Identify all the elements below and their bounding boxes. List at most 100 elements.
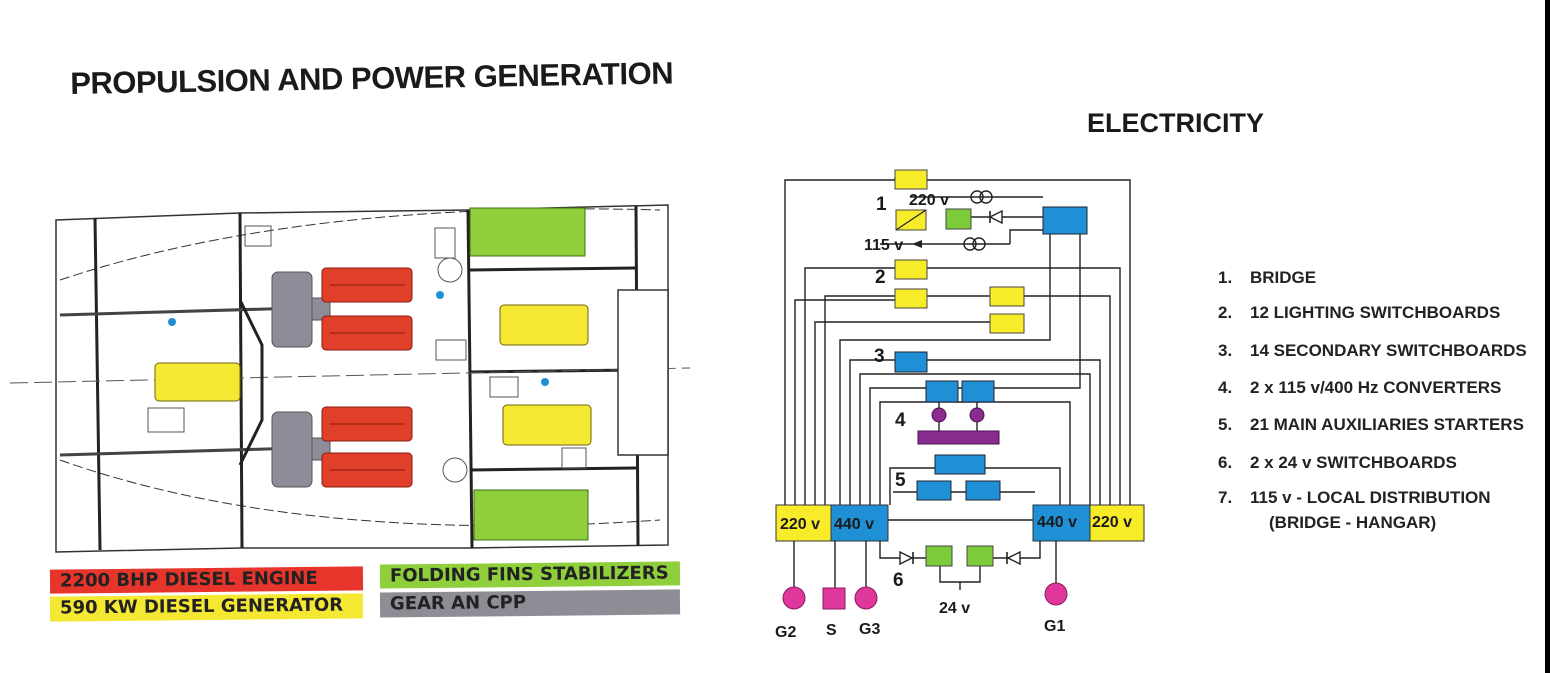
- label-sw-220-right: 220 v: [1092, 514, 1132, 531]
- list-item-text: (BRIDGE - HANGAR): [1269, 513, 1437, 532]
- propulsion-panel: PROPULSION AND POWER GENERATION: [0, 0, 720, 673]
- list-item-number: 6.: [1218, 453, 1233, 472]
- label-num-4: 4: [895, 410, 906, 431]
- list-item: 7. 115 v - LOCAL DISTRIBUTION: [1218, 488, 1491, 508]
- starter-box-3: [965, 480, 1001, 501]
- secondary-switchboard-box: [894, 351, 928, 373]
- pump-icon-1: [436, 291, 444, 299]
- rectifier-box: [945, 208, 972, 230]
- generator-g2-icon: [782, 586, 806, 610]
- list-item-number: 7.: [1218, 488, 1233, 507]
- aft-compartment: [617, 289, 669, 456]
- switchboard-440-left: [830, 504, 889, 542]
- list-item-number: 3.: [1218, 341, 1233, 360]
- label-sw-440-left: 440 v: [834, 516, 874, 533]
- bulkhead-2: [238, 212, 244, 549]
- switchboard-220-right: [1089, 504, 1145, 542]
- bridge-blue-box: [1042, 206, 1088, 235]
- list-item-text: 14 SECONDARY SWITCHBOARDS: [1250, 341, 1527, 360]
- lighting-box-1: [894, 259, 928, 280]
- legend-stabilizers: FOLDING FINS STABILIZERS: [379, 561, 681, 589]
- lighting-box-3: [989, 286, 1025, 307]
- list-item: 6.2 x 24 v SWITCHBOARDS: [1218, 453, 1457, 473]
- stabilizer-fwd: [469, 207, 586, 257]
- lighting-box-4: [989, 313, 1025, 334]
- arrow-icon: [912, 240, 922, 248]
- switchboard-440-right: [1032, 504, 1091, 542]
- diesel-generator-2: [499, 304, 589, 346]
- engine-room-plan: [9, 204, 691, 553]
- gear-stbd: [271, 411, 331, 488]
- list-item-text: 12 LIGHTING SWITCHBOARDS: [1250, 303, 1501, 322]
- battery-switchboard-1: [925, 545, 953, 567]
- label-num-5: 5: [895, 470, 906, 491]
- list-item-number: 1.: [1218, 268, 1233, 287]
- transformer-icon-4: [972, 237, 986, 251]
- transformer-icon-2: [979, 190, 993, 204]
- label-sw-220-left: 220 v: [780, 516, 820, 533]
- converter-box-2: [961, 380, 995, 403]
- label-num-6: 6: [893, 570, 904, 591]
- transformer-icon-3: [963, 237, 977, 251]
- shore-supply-icon: [822, 587, 846, 610]
- converter-busbar: [917, 430, 1000, 445]
- right-edge-border: [1545, 0, 1550, 673]
- deck-line-3: [469, 466, 637, 472]
- list-item: 5. 21 MAIN AUXILIARIES STARTERS: [1218, 415, 1524, 435]
- converter-box-1: [925, 380, 959, 403]
- label-num-1: 1: [876, 194, 887, 215]
- starter-box-1: [934, 454, 986, 475]
- list-item-text: 21 MAIN AUXILIARIES STARTERS: [1250, 415, 1524, 434]
- bulkhead-1: [93, 217, 102, 551]
- lighting-box-2: [894, 288, 928, 309]
- generator-g1-icon: [1044, 582, 1068, 606]
- battery-switchboard-2: [966, 545, 994, 567]
- label-24v: 24 v: [939, 600, 970, 617]
- list-item-number: 2.: [1218, 303, 1233, 322]
- starter-box-2: [916, 480, 952, 501]
- list-item: (BRIDGE - HANGAR): [1269, 513, 1436, 533]
- electricity-panel: ELECTRICITY: [740, 80, 1550, 673]
- diode-icon-left: [899, 550, 914, 566]
- label-sw-440-right: 440 v: [1037, 514, 1077, 531]
- diesel-generator-1: [154, 362, 241, 402]
- switchboard-220-left: [775, 504, 832, 542]
- converter-icon-1: [931, 407, 947, 423]
- gear-port: [271, 271, 331, 348]
- hull-outline: [55, 204, 669, 553]
- list-item: 3. 14 SECONDARY SWITCHBOARDS: [1218, 341, 1527, 361]
- electricity-diagram: 1 220 v 115 v 2 3 4 5 6 220 v 440 v 440 …: [775, 169, 1145, 641]
- list-item-number: 4.: [1218, 378, 1233, 397]
- label-g3: G3: [859, 621, 880, 638]
- bridge-box-top: [894, 169, 928, 190]
- electricity-title: ELECTRICITY: [1087, 108, 1265, 138]
- label-220v-top: 220 v: [909, 192, 949, 209]
- diode-icon-right: [1006, 550, 1021, 566]
- label-g1: G1: [1044, 618, 1065, 635]
- stabilizer-aft: [473, 489, 589, 541]
- label-s: S: [826, 622, 837, 639]
- label-num-2: 2: [875, 267, 886, 288]
- bulkhead-3: [466, 209, 474, 549]
- generator-g3-icon: [854, 586, 878, 610]
- shaft-port: [59, 306, 301, 317]
- label-num-3: 3: [874, 346, 885, 367]
- transformer-icon-1: [970, 190, 984, 204]
- deck-line-1: [469, 266, 637, 272]
- shaft-stbd: [59, 446, 301, 457]
- list-item: 2. 12 LIGHTING SWITCHBOARDS: [1218, 303, 1500, 323]
- list-item: 4.2 x 115 v/400 Hz CONVERTERS: [1218, 378, 1501, 398]
- label-g2: G2: [775, 624, 796, 641]
- list-item-number: 5.: [1218, 415, 1233, 434]
- legend-diesel-engine: 2200 BHP DIESEL ENGINE: [49, 566, 364, 594]
- pump-icon-2: [168, 318, 176, 326]
- list-item-text: BRIDGE: [1250, 268, 1317, 287]
- label-115v: 115 v: [864, 237, 903, 254]
- list-item: 1. BRIDGE: [1218, 268, 1316, 288]
- legend-diesel-generator: 590 KW DIESEL GENERATOR: [49, 593, 364, 622]
- pump-icon-3: [541, 378, 549, 386]
- diode-icon-top: [988, 209, 1003, 225]
- centerline: [9, 367, 691, 384]
- list-item-text: 115 v - LOCAL DISTRIBUTION: [1250, 488, 1491, 507]
- converter-icon-2: [969, 407, 985, 423]
